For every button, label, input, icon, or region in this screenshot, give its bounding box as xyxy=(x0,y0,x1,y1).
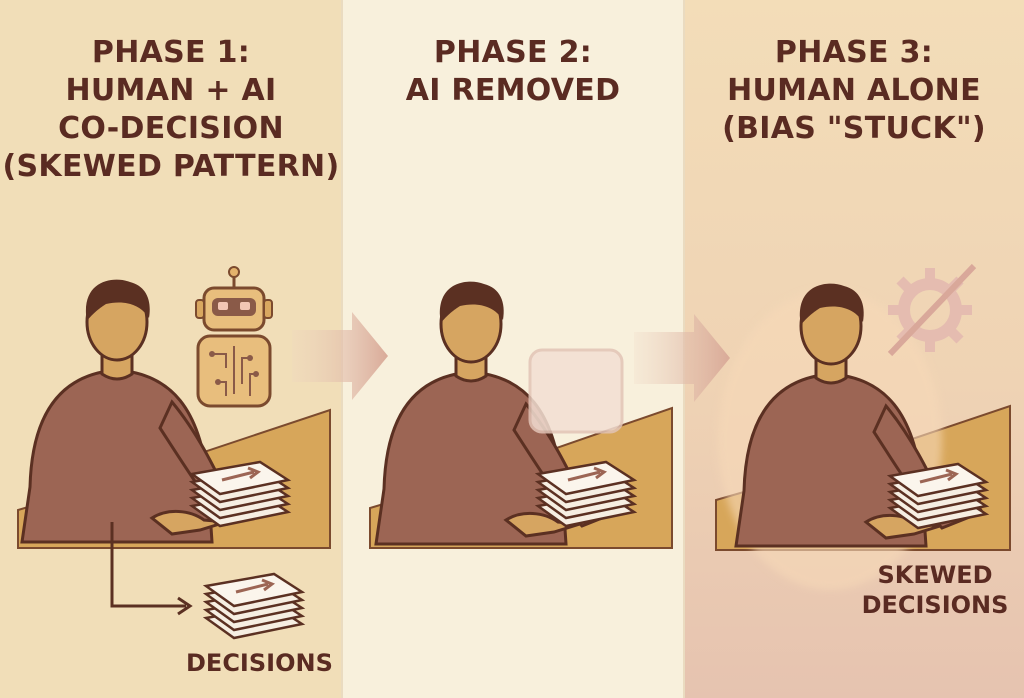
skewed-decisions-caption: SKEWED DECISIONS xyxy=(860,560,1010,620)
phase-2-panel xyxy=(342,0,684,698)
title-line: AI REMOVED xyxy=(405,73,621,108)
phase-1-title: PHASE 1: HUMAN + AI CO-DECISION (SKEWED … xyxy=(0,34,342,186)
phase-2-title: PHASE 2: AI REMOVED xyxy=(342,34,684,110)
caption-line: DECISIONS xyxy=(861,591,1009,619)
title-line: (BIAS "STUCK") xyxy=(722,111,986,146)
caption-line: SKEWED xyxy=(877,561,993,589)
phase-3-title: PHASE 3: HUMAN ALONE (BIAS "STUCK") xyxy=(684,34,1024,148)
title-line: PHASE 3: xyxy=(774,35,934,70)
title-line: HUMAN ALONE xyxy=(727,73,981,108)
phase-3-scene xyxy=(715,263,1011,590)
decisions-output-icon xyxy=(204,572,304,640)
title-line: (SKEWED PATTERN) xyxy=(2,149,340,184)
empty-slot-icon xyxy=(528,348,624,434)
robot-icon xyxy=(195,266,273,408)
transition-arrow-2 xyxy=(634,314,730,402)
decisions-caption: DECISIONS xyxy=(186,649,333,677)
title-line: HUMAN + AI xyxy=(65,73,277,108)
title-line: CO-DECISION xyxy=(58,111,284,146)
disabled-gear-icon xyxy=(887,263,977,357)
transition-arrow-1 xyxy=(292,312,388,400)
title-line: PHASE 1: xyxy=(91,35,251,70)
phase-1-scene xyxy=(17,266,331,640)
title-line: PHASE 2: xyxy=(433,35,593,70)
phase-2-scene xyxy=(369,280,673,549)
